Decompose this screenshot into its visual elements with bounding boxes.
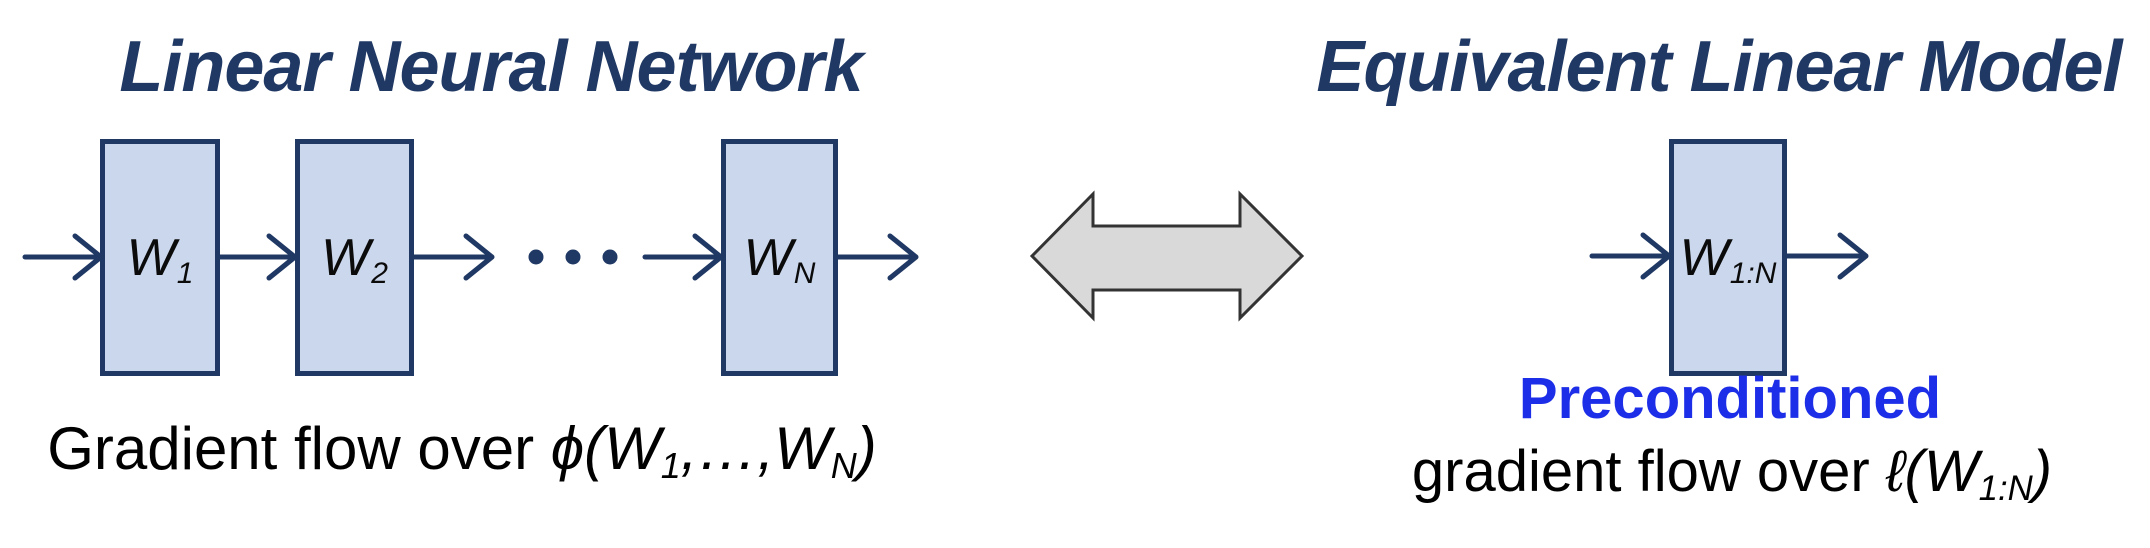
arrowhead-icon [1837, 232, 1869, 280]
weight-box-wn: WN [721, 139, 838, 376]
weight-base: W [321, 228, 371, 287]
weight-subscript: 1:N [1729, 256, 1777, 290]
weight-subscript: 1 [176, 256, 194, 290]
flow-arrow-input-right [1589, 232, 1672, 280]
flow-arrow-input [22, 233, 104, 281]
left-caption-math: ) [856, 415, 877, 482]
dot [528, 249, 544, 265]
equivalence-arrow-icon [1029, 190, 1305, 322]
left-caption: Gradient flow over ϕ(W1,…,WN) [0, 415, 932, 486]
weight-box-w1n: W1:N [1669, 139, 1787, 376]
right-caption: gradient flow over ℓ(W1:N) [1302, 439, 2150, 508]
left-caption-subscript: 1 [660, 445, 681, 486]
weight-label-w1: W1 [126, 228, 194, 289]
left-caption-subscript: N [830, 445, 857, 486]
left-caption-math: ,…,W [680, 415, 831, 482]
weight-base: W [743, 228, 793, 287]
weight-subscript: 2 [371, 256, 388, 290]
right-caption-highlight: Preconditioned [1518, 366, 1942, 431]
flow-arrow-w2-dots [411, 233, 495, 281]
weight-label-w1n: W1:N [1679, 228, 1777, 289]
weight-base: W [126, 228, 176, 287]
weight-box-w1: W1 [100, 139, 220, 376]
weight-label-wn: WN [743, 228, 816, 289]
left-caption-math: ϕ(W [550, 415, 661, 482]
right-caption-math: ℓ(W [1885, 439, 1979, 504]
left-caption-text: Gradient flow over [47, 415, 551, 482]
arrowhead-icon [887, 233, 919, 281]
weight-subscript: N [793, 256, 816, 290]
arrowhead-icon [463, 233, 495, 281]
right-caption-math: ) [2032, 439, 2053, 504]
dot [602, 249, 618, 265]
right-panel-title: Equivalent Linear Model [1316, 27, 2122, 107]
right-caption-text: gradient flow over [1411, 439, 1886, 504]
flow-arrow-output-left [835, 233, 919, 281]
flow-arrow-output-right [1784, 232, 1869, 280]
weight-label-w2: W2 [321, 228, 388, 289]
ellipsis-dots-icon [528, 249, 618, 265]
left-panel-title: Linear Neural Network [119, 27, 863, 107]
dot [565, 249, 581, 265]
flow-arrow-dots-wn [642, 233, 724, 281]
right-caption-subscript: 1:N [1978, 468, 2033, 508]
weight-base: W [1679, 228, 1729, 287]
flow-arrow-w1-w2 [217, 233, 298, 281]
weight-box-w2: W2 [295, 139, 414, 376]
